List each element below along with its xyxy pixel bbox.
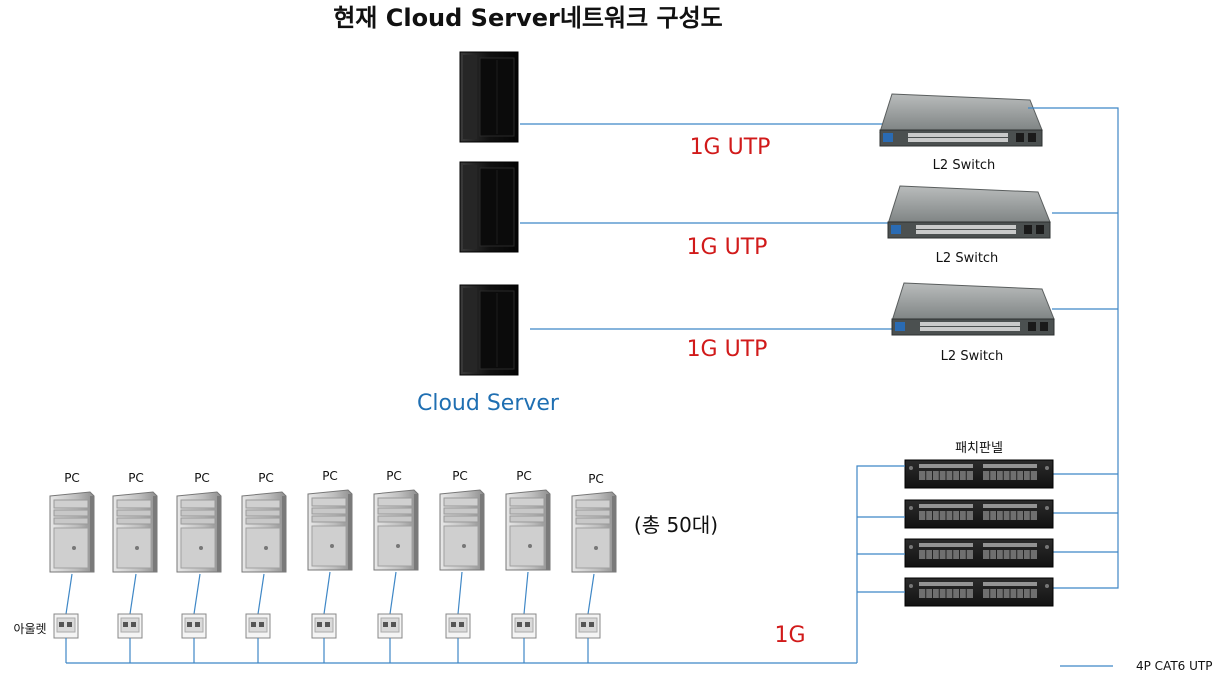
pc-drop-line xyxy=(257,573,265,615)
pc-group-5: PC xyxy=(307,469,353,663)
wall-outlet xyxy=(377,613,403,639)
wall-outlet xyxy=(311,613,337,639)
pc-tower xyxy=(112,491,158,573)
pc-label: PC xyxy=(258,471,274,485)
pc-drop-line xyxy=(323,571,331,615)
pc-drop-line xyxy=(523,571,529,615)
pc-group-3: PC xyxy=(176,471,222,663)
pc-drop-line xyxy=(457,571,463,615)
pc-drop-line xyxy=(193,573,201,615)
pc-tower xyxy=(176,491,222,573)
link-speed-1: 1G UTP xyxy=(690,135,771,160)
pc-drop-line xyxy=(587,573,595,615)
pc-label: PC xyxy=(128,471,144,485)
pc-label: PC xyxy=(386,469,402,483)
pc-tower xyxy=(505,489,551,571)
outlet-label: 아울렛 xyxy=(13,622,46,636)
pc-group-1: PC xyxy=(49,471,95,663)
l2-switch-1 xyxy=(879,93,1043,147)
pc-label: PC xyxy=(452,469,468,483)
switch-label-1: L2 Switch xyxy=(933,158,996,173)
patch-panel-1 xyxy=(904,459,1054,489)
cloud-server-label: Cloud Server xyxy=(417,391,560,416)
pc-label: PC xyxy=(516,469,532,483)
pc-drop-line xyxy=(129,573,137,615)
pc-group-9: PC xyxy=(571,472,617,663)
wall-outlet xyxy=(245,613,271,639)
switch-label-2: L2 Switch xyxy=(936,251,999,266)
pc-label: PC xyxy=(322,469,338,483)
server-rack-2 xyxy=(459,161,519,253)
wall-outlet xyxy=(575,613,601,639)
pc-label: PC xyxy=(588,472,604,486)
uplink-speed-label: 1G xyxy=(774,623,805,648)
pc-drop-line xyxy=(65,573,73,615)
patch-panel-4 xyxy=(904,577,1054,607)
trunk-line xyxy=(1028,107,1119,589)
pc-label: PC xyxy=(194,471,210,485)
pc-tower xyxy=(439,489,485,571)
pc-group-8: PC xyxy=(505,469,551,663)
link-speed-3: 1G UTP xyxy=(687,337,768,362)
pc-count-label: (총 50대) xyxy=(634,513,718,537)
patch-panel-2 xyxy=(904,499,1054,529)
switch-label-3: L2 Switch xyxy=(941,349,1004,364)
pc-drop-line xyxy=(389,571,397,615)
pc-tower xyxy=(373,489,419,571)
patch-panel-label: 패치판넬 xyxy=(955,441,1003,456)
wall-outlet xyxy=(445,613,471,639)
pc-tower xyxy=(241,491,287,573)
l2-switch-3 xyxy=(891,282,1055,336)
patch-panel-3 xyxy=(904,538,1054,568)
wall-outlet xyxy=(53,613,79,639)
pc-group-6: PC xyxy=(373,469,419,663)
pc-label: PC xyxy=(64,471,80,485)
server-rack-3 xyxy=(459,284,519,376)
l2-switch-2 xyxy=(887,185,1051,239)
pc-tower xyxy=(571,491,617,573)
wall-outlet xyxy=(511,613,537,639)
patch-drop-line xyxy=(856,465,905,663)
pc-tower xyxy=(307,489,353,571)
pc-group-7: PC xyxy=(439,469,485,663)
wall-outlet xyxy=(181,613,207,639)
legend-cable-label: 4P CAT6 UTP xyxy=(1136,659,1212,673)
pc-tower xyxy=(49,491,95,573)
wall-outlet xyxy=(117,613,143,639)
pc-group-4: PC xyxy=(241,471,287,663)
link-speed-2: 1G UTP xyxy=(687,235,768,260)
pc-group-2: PC xyxy=(112,471,158,663)
diagram-title: 현재 Cloud Server네트워크 구성도 xyxy=(333,4,723,32)
server-rack-1 xyxy=(459,51,519,143)
